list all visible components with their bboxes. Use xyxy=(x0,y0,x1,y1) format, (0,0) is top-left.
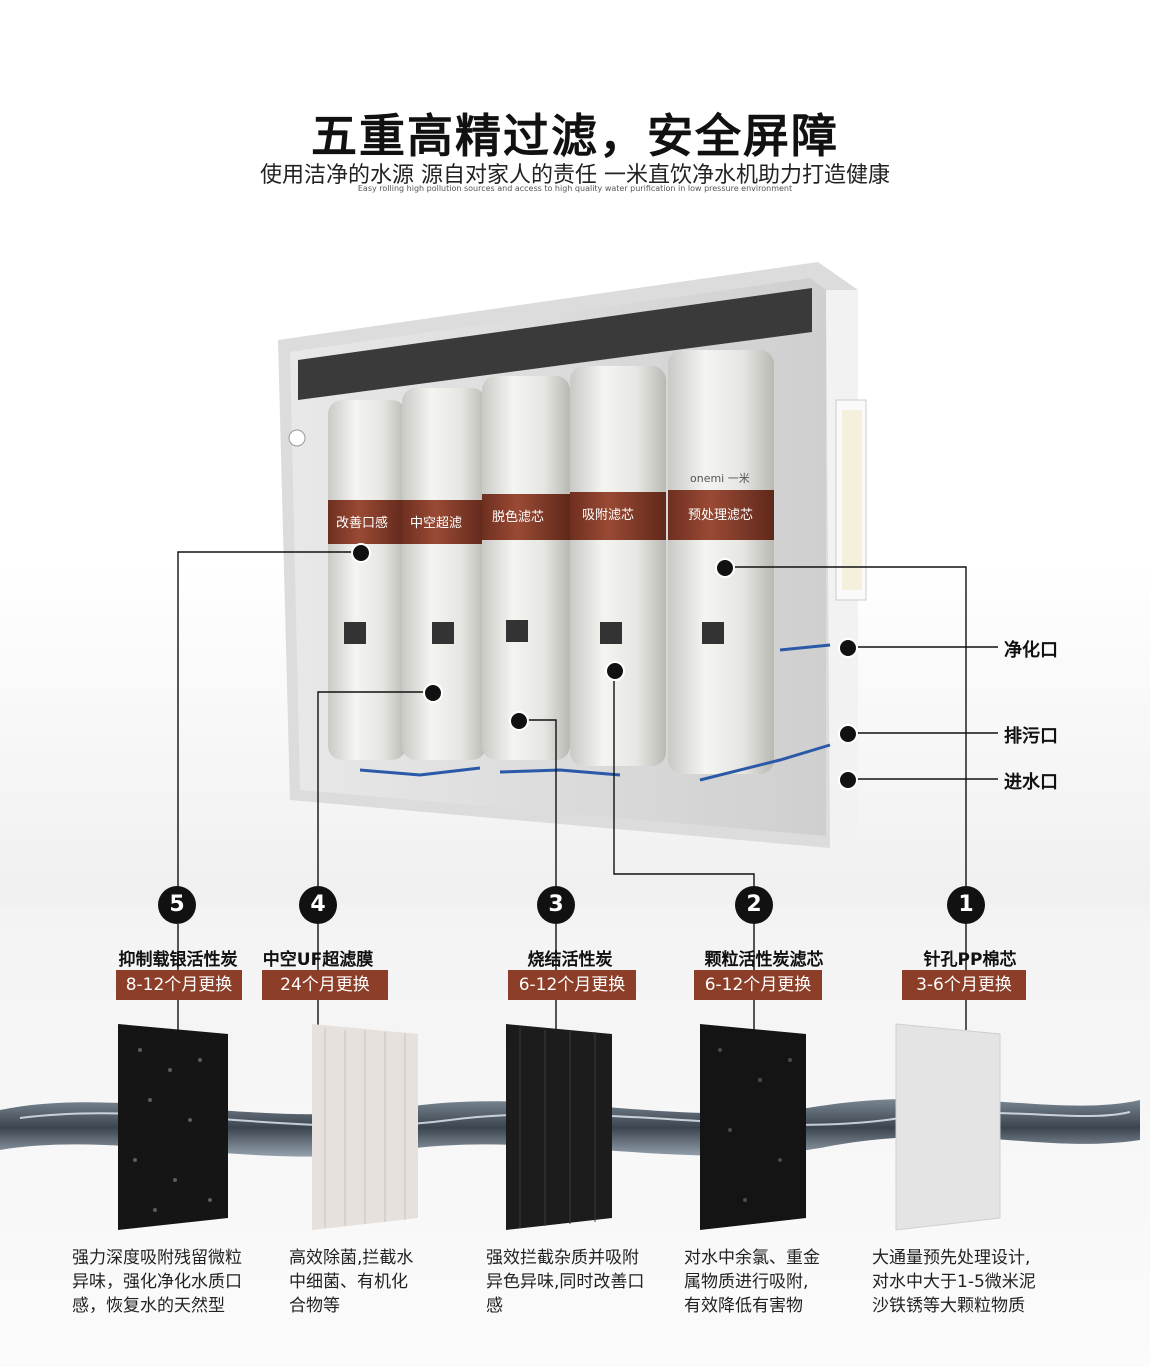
callout-dot-5 xyxy=(351,543,371,563)
stage-number-4: 4 xyxy=(299,886,337,924)
media-5 xyxy=(118,1024,228,1230)
cartridge-5 xyxy=(328,400,406,760)
page-subtitle: 使用洁净的水源 源自对家人的责任 一米直饮净水机助力打造健康 xyxy=(260,163,890,188)
stage-number-2: 2 xyxy=(735,886,773,924)
cartridge-3 xyxy=(482,376,570,760)
cartridge-label-4: 中空超滤 xyxy=(410,516,463,531)
media-3 xyxy=(506,1024,612,1230)
port-label-inlet: 进水口 xyxy=(1004,772,1058,793)
media-4 xyxy=(312,1024,418,1230)
media-samples xyxy=(118,1023,1001,1231)
stage-desc-4: 高效除菌,拦截水中细菌、有机化合物等 xyxy=(289,1248,414,1316)
callout-dot-2 xyxy=(605,661,625,681)
cartridge-label-5: 改善口感 xyxy=(336,516,389,531)
stage-period-3: 6-12个月更换 xyxy=(508,970,636,1000)
stage-desc-1: 大通量预先处理设计,对水中大于1-5微米泥沙铁锈等大颗粒物质 xyxy=(872,1248,1036,1316)
port-dot-purified xyxy=(838,638,858,658)
stage-number-1: 1 xyxy=(947,886,985,924)
page-title: 五重高精过滤，安全屏障 xyxy=(311,109,839,163)
stage-desc-2: 对水中余氯、重金属物质进行吸附,有效降低有害物 xyxy=(684,1248,820,1316)
stage-name-5: 抑制载银活性炭 xyxy=(118,950,238,970)
media-1 xyxy=(895,1023,1001,1231)
cartridge-2 xyxy=(570,366,666,766)
port-dot-drain xyxy=(838,724,858,744)
cartridge-label-3: 脱色滤芯 xyxy=(492,510,545,525)
stage-period-2: 6-12个月更换 xyxy=(694,970,822,1000)
tubes xyxy=(359,643,831,782)
stage-name-2: 颗粒活性炭滤芯 xyxy=(704,950,824,970)
media-2 xyxy=(700,1024,806,1230)
stage-desc-5: 强力深度吸附残留微粒异味，强化净化水质口感，恢复水的天然型 xyxy=(72,1248,242,1316)
stage-period-4: 24个月更换 xyxy=(262,970,388,1000)
stage-number-5: 5 xyxy=(158,886,196,924)
stage-name-1: 针孔PP棉芯 xyxy=(923,950,1017,970)
page-tagline: Easy rolling high pollution sources and … xyxy=(357,184,793,193)
brand-logo: onemi 一米 xyxy=(690,472,750,485)
port-label-purified: 净化口 xyxy=(1004,640,1058,661)
stage-number-3: 3 xyxy=(537,886,575,924)
stage-desc-3: 强效拦截杂质并吸附异色异味,同时改善口感 xyxy=(486,1248,645,1316)
callout-dot-1 xyxy=(715,558,735,578)
cartridge-4 xyxy=(402,388,486,760)
stage-name-3: 烧结活性炭 xyxy=(527,950,613,970)
callout-dot-3 xyxy=(509,711,529,731)
stage-period-5: 8-12个月更换 xyxy=(116,970,242,1000)
port-dot-inlet xyxy=(838,770,858,790)
port-label-drain: 排污口 xyxy=(1004,726,1058,747)
cartridge-label-1: 预处理滤芯 xyxy=(688,508,754,523)
cartridges xyxy=(328,350,774,774)
cartridge-label-2: 吸附滤芯 xyxy=(582,508,635,523)
callout-dot-4 xyxy=(423,683,443,703)
stage-name-4: 中空UF超滤膜 xyxy=(262,950,374,970)
stage-period-1: 3-6个月更换 xyxy=(902,970,1026,1000)
